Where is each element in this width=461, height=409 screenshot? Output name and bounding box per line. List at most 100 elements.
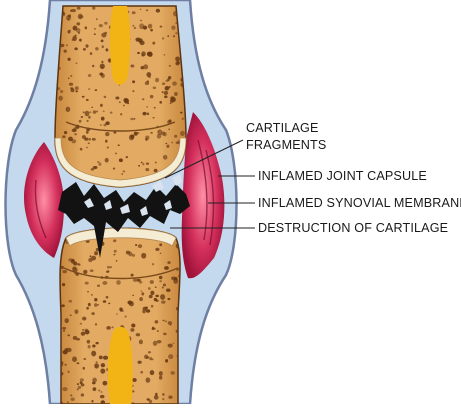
bone-pore [99, 356, 103, 360]
bone-pore [124, 98, 129, 103]
bone-pore [165, 321, 167, 323]
bone-pore [167, 35, 169, 37]
bone-pore [126, 251, 130, 255]
bone-pore [81, 332, 86, 336]
bone-pore [95, 47, 98, 50]
bone-pore [70, 394, 72, 396]
bone-pore [96, 18, 98, 20]
bone-pore [77, 263, 80, 265]
bone-pore [101, 61, 103, 64]
bone-pore [78, 386, 81, 389]
bone-pore [74, 47, 77, 50]
bone-pore [137, 52, 140, 54]
bone-pore [131, 323, 135, 327]
bone-pore [100, 124, 102, 126]
bone-pore [74, 133, 77, 135]
bone-pore [159, 276, 163, 279]
bone-pore [152, 42, 155, 45]
bone-pore [101, 45, 104, 48]
bone-pore [79, 15, 84, 19]
bone-pore [81, 393, 84, 396]
bone-pore [76, 362, 78, 364]
bone-pore [105, 140, 108, 143]
bone-pore [100, 395, 105, 398]
bone-pore [129, 301, 134, 306]
bone-pore [146, 106, 148, 108]
bone-pore [101, 400, 105, 404]
bone-pore [107, 270, 109, 272]
bone-pore [116, 280, 121, 285]
bone-pore [140, 41, 145, 46]
bone-pore [103, 381, 108, 386]
bone-pore [91, 168, 94, 171]
bone-pore [157, 330, 159, 332]
bone-pore [176, 330, 179, 333]
bone-pore [107, 266, 110, 269]
bone-pore [99, 24, 103, 27]
bone-pore [173, 343, 175, 344]
bone-pore [153, 341, 158, 346]
bone-pore [88, 116, 90, 119]
bone-pore [172, 81, 177, 85]
bone-pore [155, 248, 159, 251]
bone-pore [86, 147, 88, 149]
bone-pore [107, 147, 109, 149]
bone-pore [61, 304, 65, 307]
bone-pore [70, 75, 72, 77]
bone-pore [165, 143, 167, 144]
bone-pore [136, 333, 140, 336]
bone-pore [132, 11, 136, 14]
bone-pore [131, 274, 134, 277]
bone-pore [130, 134, 134, 139]
bone-pore [77, 383, 79, 385]
bone-pore [68, 77, 70, 79]
bone-pore [150, 370, 155, 375]
bone-pore [73, 127, 77, 131]
bone-pore [143, 64, 148, 69]
bone-pore [67, 334, 70, 336]
bone-pore [83, 48, 86, 51]
bone-pore [95, 89, 98, 91]
bone-pore [142, 163, 144, 165]
bone-pore [101, 40, 104, 43]
bone-pore [149, 295, 153, 299]
bone-pore [88, 138, 91, 141]
bone-pore [88, 74, 91, 77]
bone-pore [141, 253, 146, 259]
bone-pore [87, 120, 89, 122]
bone-pore [91, 312, 94, 315]
bone-pore [63, 330, 65, 332]
bone-pore [132, 25, 134, 27]
bone-pore [150, 95, 154, 99]
bone-pore [67, 371, 69, 374]
bone-pore [93, 387, 97, 391]
bone-pore [92, 65, 94, 68]
bone-pore [75, 90, 78, 92]
bone-pore [83, 111, 85, 113]
bone-pore [118, 144, 120, 146]
bone-pore [70, 10, 72, 12]
bone-pore [140, 20, 142, 22]
bone-pore [82, 96, 85, 98]
bone-pore [68, 58, 71, 61]
bone-pore [64, 348, 68, 352]
bone-pore [139, 340, 143, 345]
bone-pore [133, 118, 135, 120]
bone-pore [173, 35, 175, 37]
bone-pore [74, 309, 78, 314]
bone-pore [91, 107, 93, 108]
bone-pore [166, 145, 169, 148]
bone-pore [57, 87, 60, 90]
bone-pore [138, 165, 140, 167]
bone-pore [102, 281, 107, 285]
bone-pore [162, 82, 165, 85]
bone-pore [162, 91, 164, 93]
bone-pore [80, 378, 84, 381]
bone-pore [165, 359, 168, 363]
bone-pore [152, 263, 154, 265]
bone-pore [161, 300, 166, 303]
bone-pore [144, 355, 148, 360]
bone-pore [66, 44, 68, 46]
bone-pore [141, 292, 144, 295]
bone-pore [174, 135, 177, 138]
